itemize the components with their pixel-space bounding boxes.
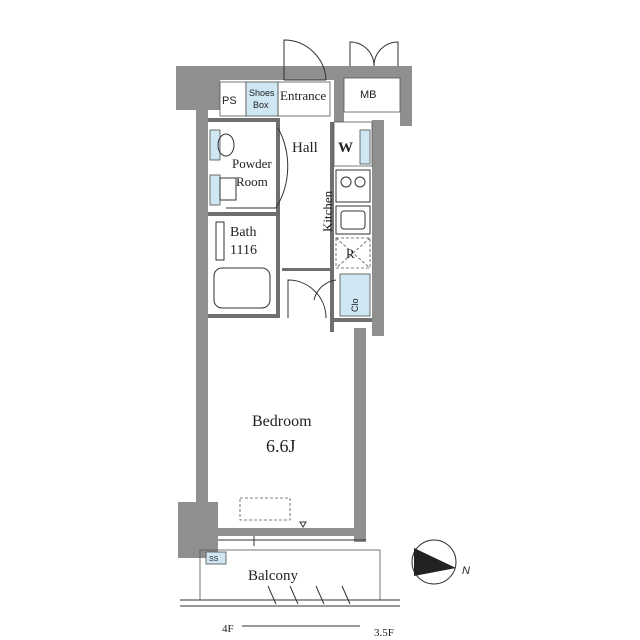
partition-bath-top	[208, 212, 276, 216]
label-r: R	[346, 246, 355, 261]
bath-counter	[215, 221, 225, 261]
label-box: Box	[253, 100, 269, 110]
closet	[339, 273, 371, 317]
partition-wet-top	[208, 118, 280, 122]
label-balcony: Balcony	[248, 568, 298, 584]
partitions	[208, 118, 372, 332]
wall-left	[196, 80, 208, 512]
north-arrow-icon	[414, 548, 456, 576]
entrance-door	[283, 39, 327, 81]
label-w: W	[338, 140, 353, 156]
label-ceiling-left: 4F	[222, 623, 234, 635]
sink	[340, 210, 366, 230]
wall-mb-left	[334, 66, 344, 122]
closet-door-arc	[313, 279, 337, 301]
powder-fixtures	[209, 129, 237, 206]
wall-bottom-left-block	[178, 502, 218, 558]
washer-shelf	[359, 129, 371, 165]
label-entrance: Entrance	[280, 88, 326, 103]
label-room: Room	[236, 174, 268, 189]
washbasin	[219, 177, 237, 201]
kitchen-fixtures	[333, 121, 373, 317]
labels: PS Shoes Box Entrance MB Hall W Powder R…	[209, 88, 470, 639]
wall-right-upper	[372, 120, 384, 336]
compass	[411, 539, 457, 585]
washbasin-counter	[209, 174, 221, 206]
washer-space	[333, 121, 373, 167]
burner-1	[340, 176, 352, 188]
label-shoes: Shoes	[249, 88, 275, 98]
label-ceiling-right: 3.5F	[374, 627, 394, 639]
bath-fixtures	[213, 221, 271, 309]
partition-clo-bottom	[330, 318, 372, 322]
ss-box	[205, 551, 227, 565]
label-kitchen: Kitchen	[320, 190, 335, 232]
sink-counter	[335, 205, 371, 235]
walls	[176, 66, 412, 558]
mb-box	[343, 77, 401, 113]
label-clo: Clo	[350, 298, 360, 312]
mb-door	[349, 41, 399, 67]
toilet-tank	[209, 129, 221, 161]
window-mark	[299, 521, 307, 528]
label-bedroom: Bedroom	[252, 413, 312, 430]
label-ps: PS	[222, 95, 237, 107]
partition-bath-bottom	[208, 314, 280, 318]
powder-door-arc	[275, 127, 289, 209]
toilet-bowl	[217, 133, 235, 157]
wall-right-bedroom	[354, 328, 366, 542]
partition-kitchen-left	[330, 122, 334, 332]
label-bath-size: 1116	[230, 243, 257, 258]
label-north: N	[462, 565, 470, 577]
wall-mb-right	[400, 66, 412, 126]
label-ss: SS	[209, 556, 219, 563]
cooktop	[335, 169, 371, 203]
burner-2	[354, 176, 366, 188]
label-mb: MB	[360, 89, 377, 101]
label-hall: Hall	[292, 140, 318, 156]
bathtub	[213, 267, 271, 309]
entrance-area	[277, 81, 331, 117]
label-bedroom-size: 6.6J	[266, 436, 296, 456]
balcony	[180, 549, 400, 607]
wall-mb-top	[334, 66, 412, 78]
fridge-space	[335, 237, 371, 269]
partition-wet-right	[276, 118, 280, 318]
compass-circle	[411, 539, 457, 585]
wall-bottom-sill	[218, 528, 366, 536]
bedroom-door-arc	[287, 279, 327, 319]
ac-unit	[239, 497, 291, 521]
wall-top	[176, 66, 342, 80]
partition-hall-bottom	[282, 268, 332, 271]
label-bath: Bath	[230, 225, 256, 240]
shoes-box	[245, 81, 279, 117]
label-powder: Powder	[232, 156, 272, 171]
